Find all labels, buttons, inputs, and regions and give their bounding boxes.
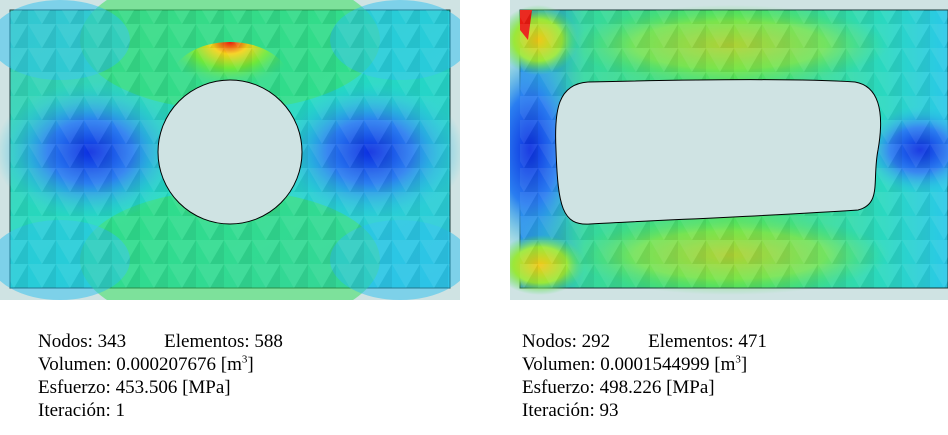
volume-value: 0.000207676 [116, 354, 217, 375]
iteration-row: Iteración: 1 [38, 399, 283, 422]
nodes-value: 343 [97, 331, 127, 352]
stress-label: Esfuerzo: [38, 377, 111, 398]
volume-unit: [m3] [220, 353, 254, 375]
nodes-elements-row: Nodos: 292 Elementos: 471 [522, 330, 767, 353]
volume-label: Volumen: [522, 354, 596, 375]
nodes-elements-row: Nodos: 343 Elementos: 588 [38, 330, 283, 353]
mesh-panel-optimized [510, 0, 948, 300]
iteration-label: Iteración: [38, 400, 111, 421]
mesh-panel-initial [0, 0, 460, 300]
iteration-value: 93 [599, 400, 619, 421]
iteration-value: 1 [115, 400, 126, 421]
stress-plot-initial [0, 0, 460, 300]
volume-unit: [m3] [714, 353, 748, 375]
volume-label: Volumen: [38, 354, 112, 375]
stress-value: 498.226 [599, 377, 662, 398]
results-initial: Nodos: 343 Elementos: 588 Volumen: 0.0002… [38, 330, 283, 422]
volume-row: Volumen: 0.000207676 [m3] [38, 353, 283, 376]
stress-plot-optimized [510, 5, 948, 295]
nodes-label: Nodos: [522, 331, 577, 352]
elements-value: 471 [738, 331, 767, 352]
results-optimized: Nodos: 292 Elementos: 471 Volumen: 0.0001… [522, 330, 767, 422]
iteration-row: Iteración: 93 [522, 399, 767, 422]
elements-value: 588 [254, 331, 283, 352]
nodes-label: Nodos: [38, 331, 93, 352]
volume-row: Volumen: 0.0001544999 [m3] [522, 353, 767, 376]
stress-unit: [MPa] [666, 377, 715, 398]
stress-row: Esfuerzo: 453.506 [MPa] [38, 376, 283, 399]
stress-row: Esfuerzo: 498.226 [MPa] [522, 376, 767, 399]
stress-unit: [MPa] [182, 377, 231, 398]
stress-value: 453.506 [115, 377, 178, 398]
volume-value: 0.0001544999 [600, 354, 710, 375]
elements-label: Elementos: [164, 331, 250, 352]
nodes-value: 292 [581, 331, 611, 352]
stress-label: Esfuerzo: [522, 377, 595, 398]
iteration-label: Iteración: [522, 400, 595, 421]
elements-label: Elementos: [648, 331, 734, 352]
